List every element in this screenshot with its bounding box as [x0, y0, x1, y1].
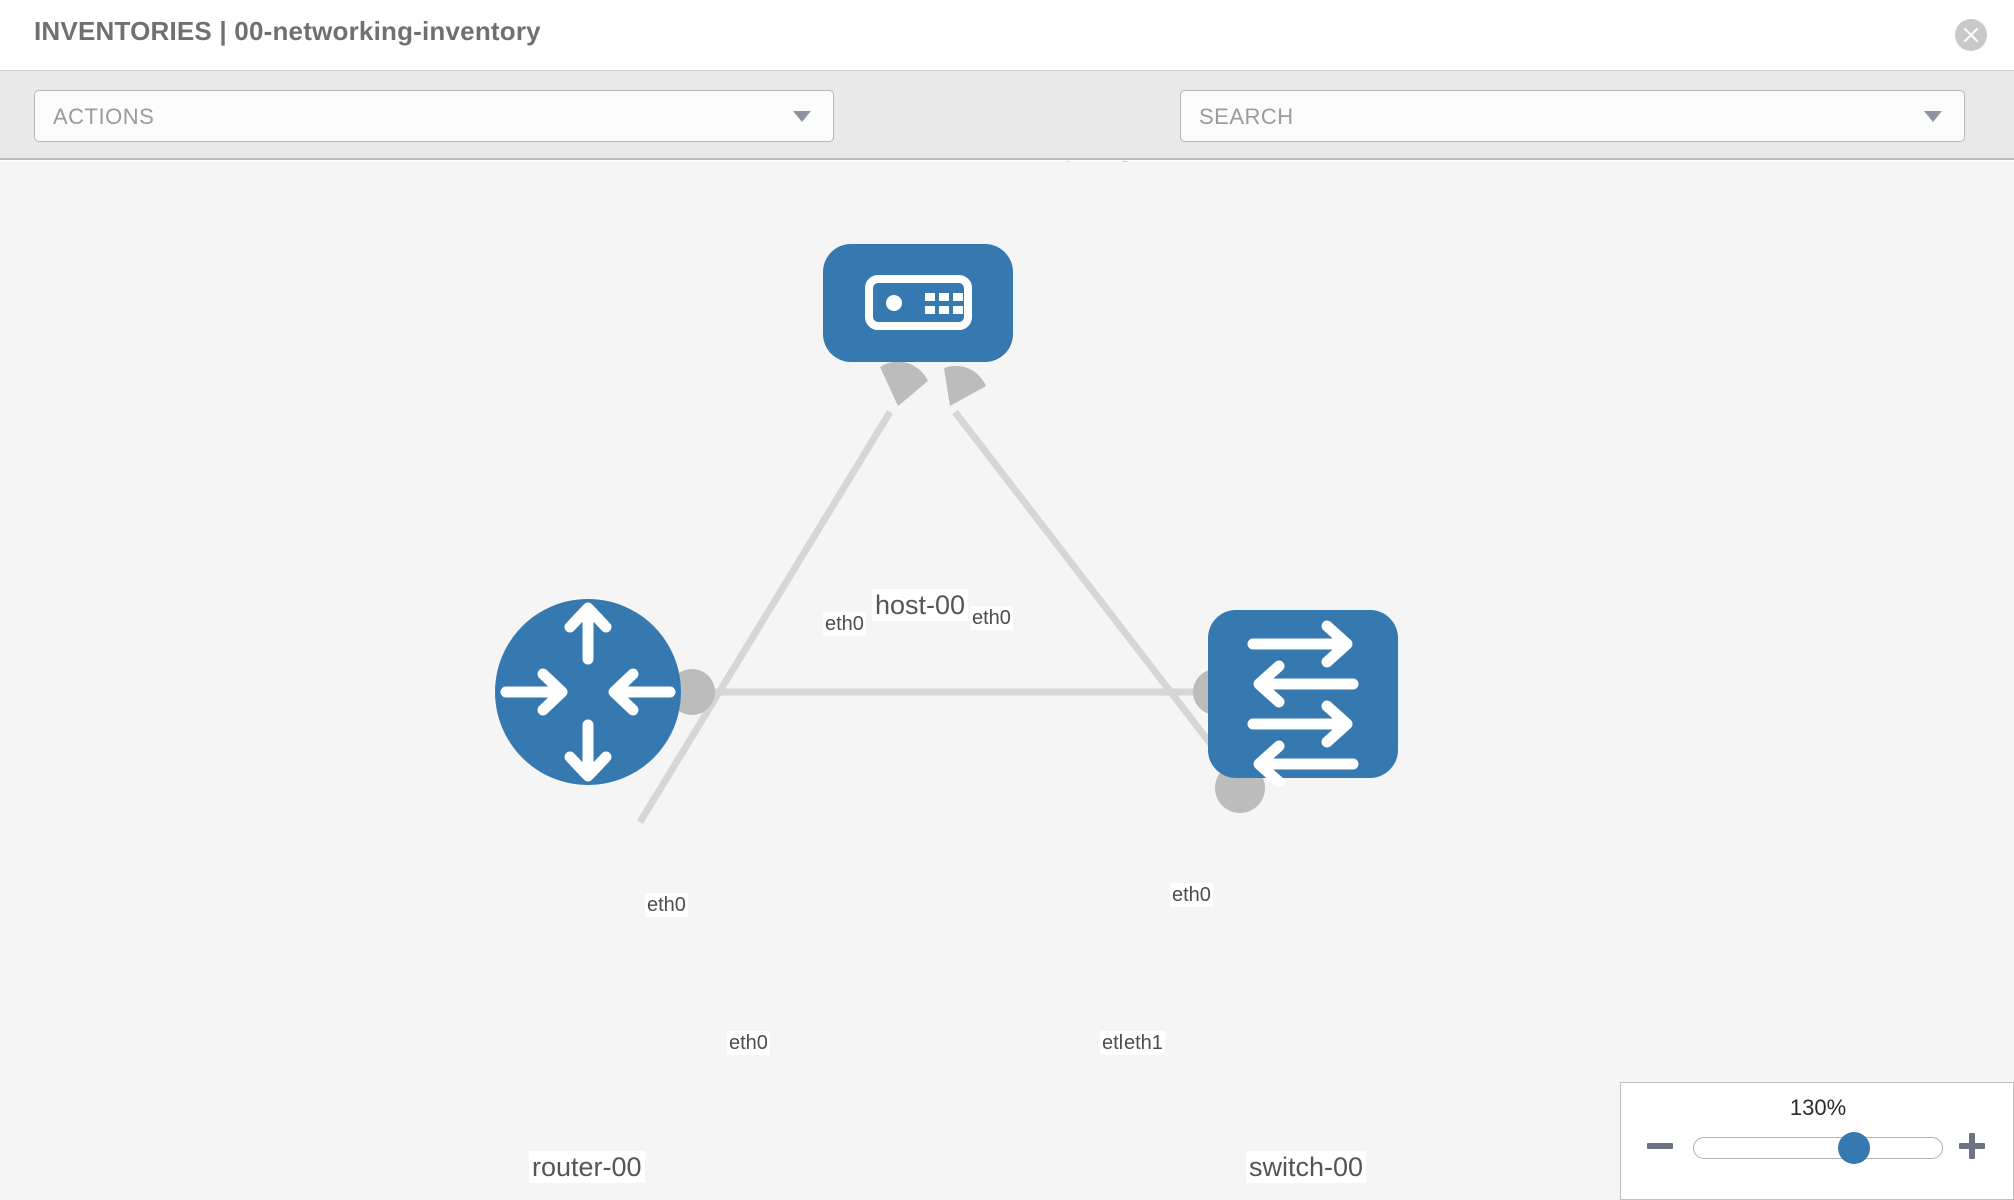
- port-router-right: [669, 669, 715, 715]
- node-switch-00[interactable]: [1208, 610, 1398, 788]
- port-label-host-right: eth0: [970, 606, 1013, 630]
- topology-canvas[interactable]: host-00 router-00 switch-00 eth0 eth0 et…: [0, 162, 2014, 1200]
- server-device-icon: [865, 275, 972, 330]
- node-label-host: host-00: [872, 589, 969, 621]
- actions-dropdown-label: ACTIONS: [53, 104, 155, 129]
- page-title: INVENTORIES | 00-networking-inventory: [34, 16, 541, 46]
- zoom-level-label: 130%: [1789, 1095, 1847, 1120]
- node-label-switch: switch-00: [1246, 1151, 1367, 1183]
- zoom-slider-thumb[interactable]: [1838, 1132, 1870, 1164]
- minus-icon: [1647, 1143, 1673, 1149]
- topology-graph: [495, 244, 1398, 824]
- search-input[interactable]: SEARCH: [1180, 90, 1965, 142]
- toolbar: ACTIONS SEARCH: [0, 70, 2014, 195]
- plus-icon: [1959, 1133, 1985, 1159]
- port-label-switch-upper: eth0: [1170, 883, 1213, 907]
- port-label-switch-left: eth1: [1122, 1031, 1165, 1055]
- chevron-down-icon[interactable]: [1924, 111, 1942, 122]
- node-router-00[interactable]: [495, 599, 681, 785]
- switch-arrows-icon: [1247, 620, 1359, 788]
- topology-links: [637, 409, 1243, 824]
- link-host-router: [637, 410, 893, 824]
- node-host-00[interactable]: [823, 244, 1013, 362]
- node-label-router: router-00: [529, 1151, 645, 1183]
- zoom-slider[interactable]: [1693, 1132, 1943, 1164]
- router-arrows-icon: [500, 602, 676, 782]
- port-label-router-right: eth0: [727, 1031, 770, 1055]
- window-header: INVENTORIES | 00-networking-inventory: [0, 0, 2014, 70]
- link-host-switch: [952, 409, 1243, 785]
- close-icon[interactable]: [1955, 19, 1987, 51]
- search-placeholder-label: SEARCH: [1199, 104, 1294, 129]
- port-host-left: [880, 361, 928, 406]
- zoom-in-button[interactable]: [1955, 1129, 1989, 1163]
- zoom-out-button[interactable]: [1643, 1129, 1677, 1163]
- chevron-down-icon: [793, 111, 811, 122]
- port-host-right: [944, 365, 986, 406]
- actions-dropdown[interactable]: ACTIONS: [34, 90, 834, 142]
- zoom-control-panel: 130%: [1620, 1082, 2014, 1200]
- port-label-router-upper: eth0: [645, 893, 688, 917]
- port-label-host-left: eth0: [823, 612, 866, 636]
